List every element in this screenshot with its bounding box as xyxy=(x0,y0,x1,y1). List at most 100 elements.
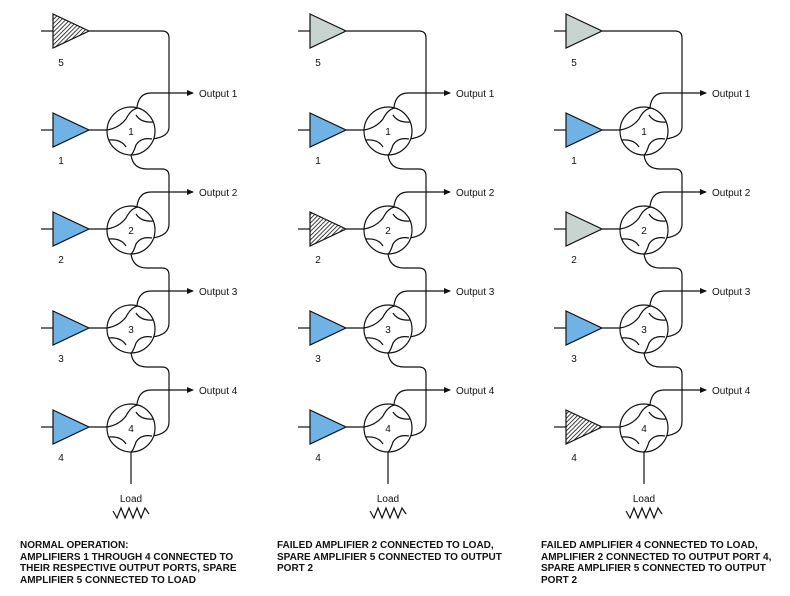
amplifier-3-label: 3 xyxy=(571,354,577,365)
load-label: Load xyxy=(120,494,142,505)
switch-1-label: 1 xyxy=(641,127,647,138)
output-4-label: Output 4 xyxy=(456,386,495,397)
switch-path xyxy=(643,138,666,156)
caption-line: SPARE AMPLIFIER 5 CONNECTED TO OUTPUT xyxy=(541,563,766,574)
switch-path xyxy=(387,237,410,255)
switch-path xyxy=(387,336,410,354)
spare-amplifier-triangle xyxy=(565,13,604,49)
switch-path xyxy=(392,312,411,321)
caption-failed-4: FAILED AMPLIFIER 4 CONNECTED TO LOAD,AMP… xyxy=(541,540,790,586)
switch-path xyxy=(363,404,396,428)
load-label: Load xyxy=(633,494,655,505)
switch-2-to-3-link xyxy=(643,253,683,338)
switch-2-label: 2 xyxy=(385,226,391,237)
caption-line: FAILED AMPLIFIER 4 CONNECTED TO LOAD, xyxy=(541,540,758,551)
switch-3-label: 3 xyxy=(385,325,391,336)
switch-path xyxy=(387,435,410,453)
switch-1-label: 1 xyxy=(128,127,134,138)
switch-path xyxy=(643,336,666,354)
spare-amplifier-label: 5 xyxy=(58,58,64,69)
caption-normal: NORMAL OPERATION:AMPLIFIERS 1 THROUGH 4 … xyxy=(20,540,270,586)
caption-line: NORMAL OPERATION: xyxy=(20,540,129,551)
output-4-line xyxy=(393,389,450,405)
spare-amplifier-triangle xyxy=(52,13,91,49)
switch-path xyxy=(363,107,396,131)
output-4-label: Output 4 xyxy=(199,386,238,397)
load-label: Load xyxy=(377,494,399,505)
switch-path xyxy=(130,435,153,453)
spare-feed-line xyxy=(602,30,683,140)
switch-path xyxy=(648,312,667,321)
output-4-label: Output 4 xyxy=(712,386,751,397)
switch-path xyxy=(621,337,640,346)
load-resistor-icon xyxy=(369,506,407,520)
switch-path xyxy=(106,305,139,329)
output-3-line xyxy=(393,290,450,306)
amplifier-2-triangle xyxy=(309,211,348,247)
spare-feed-line xyxy=(346,30,427,140)
arrowhead xyxy=(700,387,707,393)
switch-path xyxy=(363,305,396,329)
output-1-label: Output 1 xyxy=(456,89,495,100)
switch-path xyxy=(365,238,384,247)
output-1-line xyxy=(649,92,706,108)
amplifier-3-label: 3 xyxy=(58,354,64,365)
amplifier-1-triangle xyxy=(565,112,604,148)
switch-path xyxy=(643,237,666,255)
output-1-label: Output 1 xyxy=(199,89,238,100)
amplifier-1-triangle xyxy=(52,112,91,148)
output-3-line xyxy=(649,290,706,306)
amplifier-1-label: 1 xyxy=(58,156,64,167)
output-2-label: Output 2 xyxy=(712,188,751,199)
arrowhead xyxy=(700,90,707,96)
switch-path xyxy=(108,337,127,346)
caption-line: AMPLIFIER 2 CONNECTED TO OUTPUT PORT 4, xyxy=(541,551,772,563)
caption-line: SPARE AMPLIFIER 5 CONNECTED TO OUTPUT xyxy=(277,551,502,563)
switch-path xyxy=(135,213,154,222)
switch-path xyxy=(106,404,139,428)
amplifier-2-triangle xyxy=(565,211,604,247)
arrowhead xyxy=(444,288,451,294)
amplifier-4-triangle xyxy=(52,409,91,445)
output-4-line xyxy=(649,389,706,405)
caption-line: PORT 2 xyxy=(541,574,578,586)
amplifier-1-triangle xyxy=(309,112,348,148)
switch-path xyxy=(108,238,127,247)
arrowhead xyxy=(444,90,451,96)
amplifier-3-triangle xyxy=(565,310,604,346)
switch-path xyxy=(619,404,652,428)
arrowhead xyxy=(187,288,194,294)
switch-3-to-4-link xyxy=(387,352,427,437)
switch-1-to-2-link xyxy=(130,154,170,239)
output-1-line xyxy=(136,92,193,108)
switch-3-label: 3 xyxy=(641,325,647,336)
switch-path xyxy=(387,138,410,156)
amplifier-4-label: 4 xyxy=(58,453,64,464)
caption-line: PORT 2 xyxy=(277,563,314,574)
switch-path xyxy=(619,305,652,329)
spare-feed-line xyxy=(89,30,170,140)
output-2-label: Output 2 xyxy=(456,188,495,199)
switch-2-label: 2 xyxy=(128,226,134,237)
arrowhead xyxy=(700,189,707,195)
amplifier-4-label: 4 xyxy=(571,453,577,464)
switch-path xyxy=(621,238,640,247)
amplifier-1-label: 1 xyxy=(571,156,577,167)
switch-path xyxy=(621,436,640,445)
caption-line: THEIR RESPECTIVE OUTPUT PORTS, SPARE xyxy=(20,563,237,574)
switch-path xyxy=(365,337,384,346)
switch-1-label: 1 xyxy=(385,127,391,138)
output-3-label: Output 3 xyxy=(456,287,495,298)
switch-2-to-3-link xyxy=(130,253,170,338)
load-resistor-icon xyxy=(112,506,150,520)
amplifier-3-triangle xyxy=(52,310,91,346)
switch-path xyxy=(621,139,640,148)
amplifier-3-label: 3 xyxy=(315,354,321,365)
switch-2-label: 2 xyxy=(641,226,647,237)
switch-2-to-3-link xyxy=(387,253,427,338)
switch-3-label: 3 xyxy=(128,325,134,336)
